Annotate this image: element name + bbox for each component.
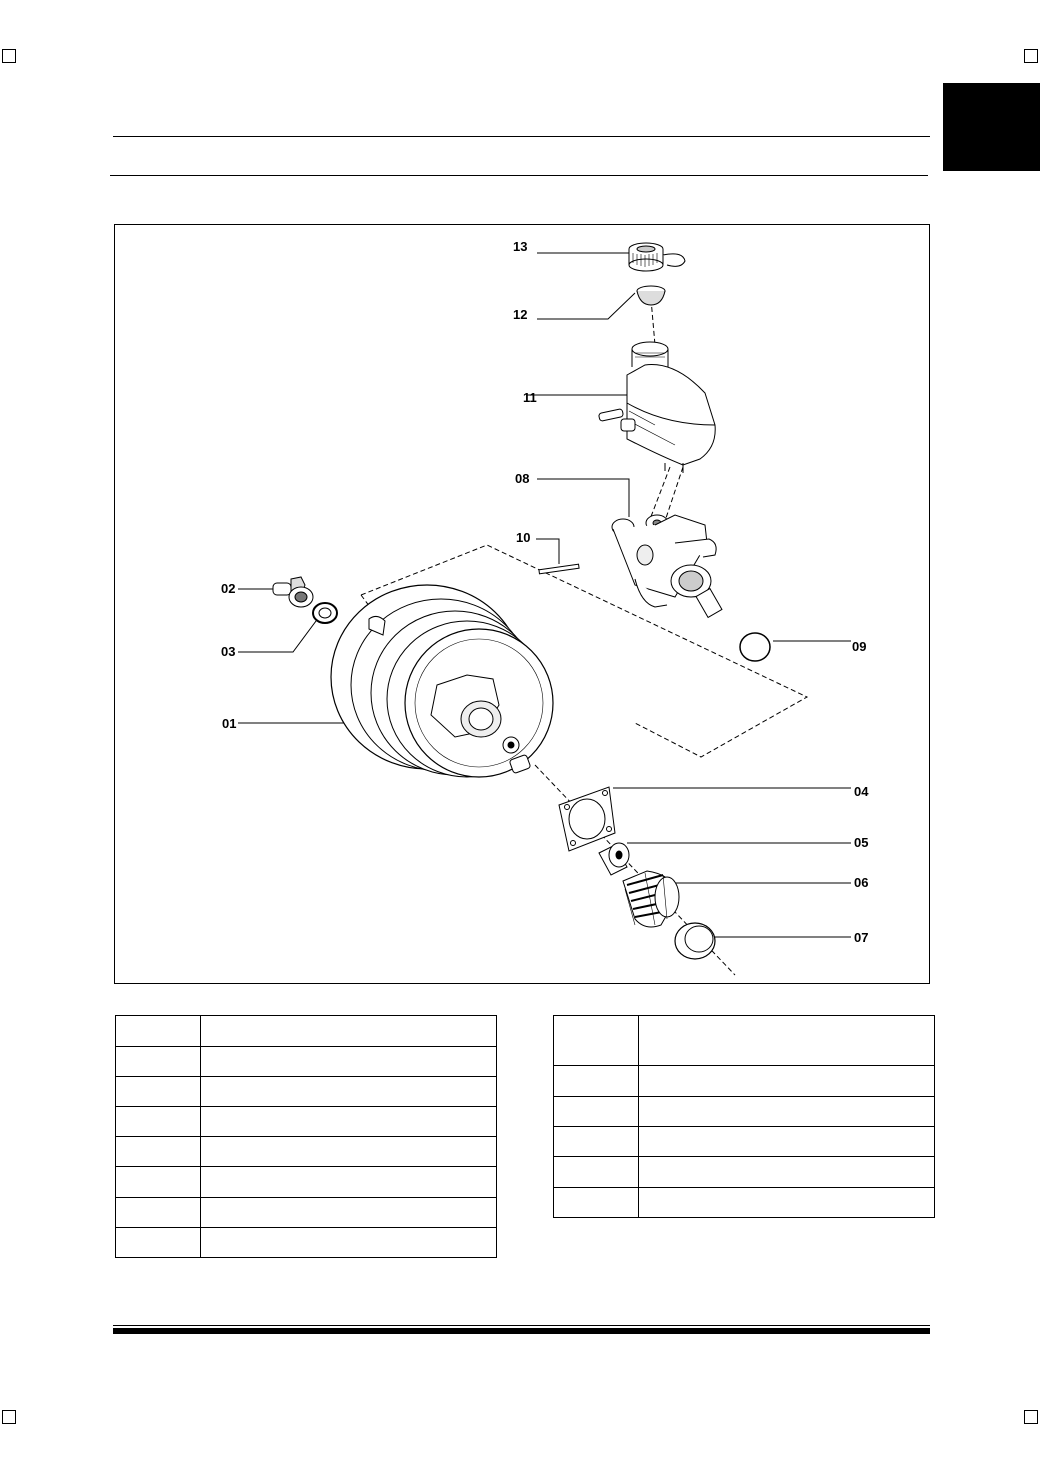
- footer-rule-thin: [113, 1325, 930, 1326]
- exploded-view-drawing: [238, 242, 851, 976]
- table-row: [115, 1136, 497, 1167]
- table-cell-number: [115, 1227, 201, 1258]
- axis-dashed-line-reservoir: [646, 466, 684, 528]
- exploded-view-figure: 13 12 11 08 10 02 03 09 01 04 05 06 07: [114, 224, 930, 984]
- table-row: [553, 1156, 935, 1188]
- table-cell-number: [553, 1156, 639, 1188]
- callout-08: 08: [515, 471, 530, 486]
- callout-06: 06: [854, 875, 869, 890]
- check-valve-part: [272, 576, 314, 608]
- retaining-ring-part: [674, 922, 716, 960]
- table-row: [553, 1096, 935, 1127]
- crop-mark-bottom-right: [1024, 1410, 1038, 1424]
- header-rule-bottom: [110, 175, 928, 176]
- leader-10: [536, 538, 560, 564]
- table-row: [553, 1126, 935, 1157]
- table-cell-number: [553, 1065, 639, 1097]
- table-row: [115, 1076, 497, 1107]
- table-row: [115, 1166, 497, 1198]
- table-cell-number: [115, 1106, 201, 1137]
- table-row: [553, 1187, 935, 1218]
- table-cell-description: [638, 1015, 935, 1066]
- table-cell-number: [553, 1126, 639, 1157]
- table-cell-number: [553, 1187, 639, 1218]
- callout-09: 09: [852, 639, 867, 654]
- callout-10: 10: [516, 530, 531, 545]
- crop-mark-top-left: [2, 49, 16, 63]
- master-cylinder-part: [611, 514, 723, 619]
- leader-03: [238, 616, 320, 653]
- callout-11: 11: [523, 390, 537, 405]
- table-cell-description: [638, 1187, 935, 1218]
- footer-rule-thick: [113, 1328, 930, 1334]
- table-cell-number: [553, 1015, 639, 1066]
- table-row: [115, 1046, 497, 1077]
- table-cell-number: [115, 1166, 201, 1198]
- table-row: [553, 1015, 935, 1066]
- table-cell-number: [115, 1015, 201, 1047]
- boot-filter-part: [622, 870, 680, 928]
- table-cell-number: [115, 1197, 201, 1228]
- axis-dashed-line-upper: [650, 298, 656, 346]
- gasket-part: [558, 786, 616, 852]
- callout-12: 12: [513, 307, 528, 322]
- callout-07: 07: [854, 930, 869, 945]
- table-row: [115, 1106, 497, 1137]
- brake-booster-part: [330, 584, 554, 778]
- table-cell-description: [200, 1136, 497, 1167]
- table-row: [115, 1197, 497, 1228]
- reservoir-cap-part: [628, 242, 686, 272]
- table-cell-description: [200, 1046, 497, 1077]
- table-cell-number: [115, 1136, 201, 1167]
- callout-03: 03: [221, 644, 236, 659]
- table-cell-description: [638, 1065, 935, 1097]
- table-cell-number: [115, 1046, 201, 1077]
- table-cell-description: [200, 1015, 497, 1047]
- table-cell-description: [638, 1096, 935, 1127]
- retaining-pin-part: [538, 563, 580, 575]
- callout-05: 05: [854, 835, 869, 850]
- brake-fluid-reservoir-part: [598, 341, 716, 473]
- table-row: [115, 1227, 497, 1258]
- crop-mark-top-right: [1024, 49, 1038, 63]
- callout-01: 01: [222, 716, 237, 731]
- section-tab: [943, 83, 1040, 171]
- crop-mark-bottom-left: [2, 1410, 16, 1424]
- parts-table-right: [553, 1015, 935, 1218]
- table-cell-description: [200, 1166, 497, 1198]
- table-cell-description: [638, 1156, 935, 1188]
- grommet-part: [312, 602, 338, 624]
- reservoir-filter-part: [636, 285, 666, 306]
- callout-02: 02: [221, 581, 236, 596]
- table-cell-description: [200, 1106, 497, 1137]
- callout-04: 04: [854, 784, 869, 799]
- table-cell-number: [115, 1076, 201, 1107]
- parts-table-left: [115, 1015, 497, 1258]
- callout-13: 13: [513, 239, 528, 254]
- o-ring-part: [739, 632, 771, 662]
- header-rule-top: [113, 136, 930, 137]
- table-cell-description: [638, 1126, 935, 1157]
- table-cell-number: [553, 1096, 639, 1127]
- assembly-dashed-outline: [360, 544, 809, 758]
- table-row: [553, 1065, 935, 1097]
- leader-12: [537, 292, 636, 320]
- table-row: [115, 1015, 497, 1047]
- table-cell-description: [200, 1076, 497, 1107]
- table-cell-description: [200, 1227, 497, 1258]
- leader-08: [537, 478, 630, 517]
- table-cell-description: [200, 1197, 497, 1228]
- spacer-bush-part: [598, 842, 630, 876]
